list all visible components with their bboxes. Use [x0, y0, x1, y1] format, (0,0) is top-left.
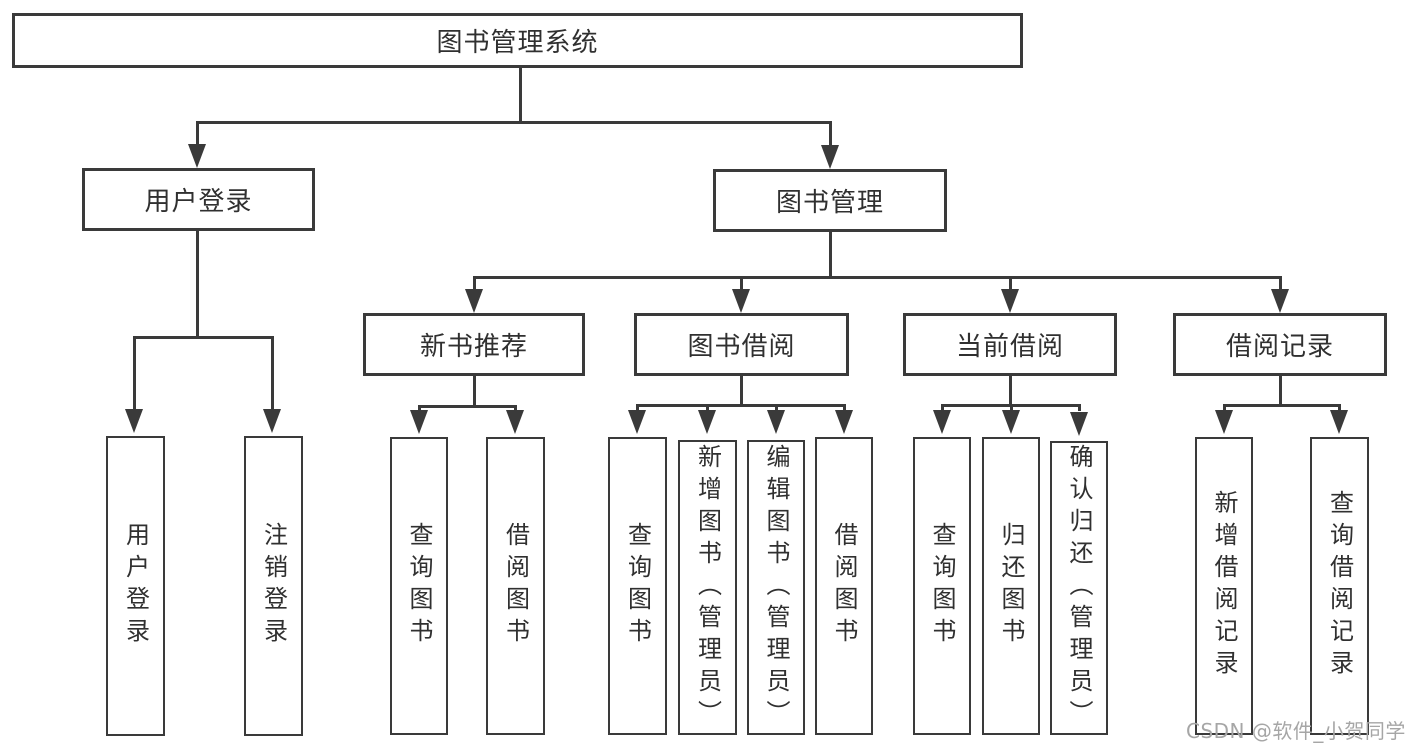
- connector-book-borrow-stem: [740, 276, 743, 290]
- connector-current-borrow-stem: [1009, 276, 1012, 290]
- node-borrow-records: 借阅记录: [1173, 313, 1387, 376]
- leaf-bb-add-book-admin: 新增图书（管理员）: [678, 440, 737, 735]
- arrowhead-book-borrow-icon: [732, 289, 750, 313]
- node-user-login-label: 用户登录: [144, 187, 253, 217]
- leaf-br-query-record-label: 查询借阅记录: [1325, 490, 1354, 682]
- node-current-borrow: 当前借阅: [903, 313, 1117, 376]
- connector-level3-rail: [474, 276, 1281, 279]
- node-book-borrow-label: 图书借阅: [687, 332, 796, 362]
- leaf-bb-borrow-book: 借阅图书: [815, 437, 873, 735]
- connector-leaf-user-login-stem: [133, 336, 136, 410]
- connector-new-book-rail: [419, 405, 516, 408]
- connector-br-add-stem: [1223, 404, 1226, 411]
- watermark: CSDN @软件_小贺同学: [1186, 719, 1405, 743]
- connector-borrow-records-down: [1279, 376, 1282, 404]
- leaf-nb-borrow-book: 借阅图书: [486, 437, 545, 735]
- connector-cb-confirm-stem: [1078, 404, 1081, 411]
- leaf-nb-borrow-book-label: 借阅图书: [501, 522, 530, 650]
- node-root-label: 图书管理系统: [436, 28, 599, 58]
- connector-user-login-stem: [196, 121, 199, 145]
- leaf-br-query-record: 查询借阅记录: [1310, 437, 1369, 735]
- leaf-cb-query-book: 查询图书: [913, 437, 971, 735]
- connector-cb-query-stem: [941, 404, 944, 411]
- leaf-nb-query-book-label: 查询图书: [405, 522, 433, 650]
- leaf-bb-add-book-admin-label: 新增图书（管理员）: [693, 443, 722, 732]
- arrowhead-bb-edit-icon: [767, 410, 785, 434]
- leaf-br-add-record-label: 新增借阅记录: [1210, 490, 1238, 682]
- node-new-book-recommend: 新书推荐: [363, 313, 585, 376]
- leaf-user-login: 用户登录: [106, 436, 165, 736]
- leaf-logout-login-label: 注销登录: [259, 522, 288, 650]
- node-new-book-recommend-label: 新书推荐: [419, 332, 528, 362]
- leaf-bb-query-book: 查询图书: [608, 437, 667, 735]
- leaf-cb-confirm-return-admin: 确认归还（管理员）: [1050, 441, 1108, 735]
- arrowhead-user-login-icon: [188, 144, 206, 168]
- connector-user-login-down: [196, 231, 199, 336]
- leaf-bb-edit-book-admin-label: 编辑图书（管理员）: [762, 443, 790, 732]
- arrowhead-br-add-icon: [1215, 410, 1233, 434]
- connector-new-book-down: [473, 376, 476, 405]
- leaf-logout-login: 注销登录: [244, 436, 303, 736]
- node-borrow-records-label: 借阅记录: [1225, 332, 1334, 362]
- node-book-management: 图书管理: [713, 169, 947, 232]
- connector-borrow-records-stem: [1279, 276, 1282, 290]
- leaf-br-add-record: 新增借阅记录: [1195, 437, 1253, 735]
- arrowhead-leaf-user-login-icon: [125, 409, 143, 433]
- arrowhead-nb-query-icon: [410, 410, 428, 434]
- connector-br-query-stem: [1338, 404, 1341, 411]
- connector-level2-rail: [197, 121, 831, 124]
- arrowhead-borrow-records-icon: [1271, 289, 1289, 313]
- connector-book-mgmt-down: [829, 232, 832, 276]
- connector-current-borrow-down: [1009, 376, 1012, 404]
- connector-borrow-records-rail: [1224, 404, 1340, 407]
- connector-bb-add-stem: [706, 404, 709, 411]
- leaf-cb-confirm-return-admin-label: 确认归还（管理员）: [1065, 444, 1093, 732]
- node-root: 图书管理系统: [12, 13, 1023, 68]
- arrowhead-bb-add-icon: [698, 410, 716, 434]
- leaf-bb-edit-book-admin: 编辑图书（管理员）: [747, 440, 805, 735]
- connector-cb-return-stem: [1010, 404, 1013, 411]
- connector-nb-query-stem: [418, 405, 421, 411]
- connector-nb-borrow-stem: [514, 405, 517, 411]
- node-book-borrow: 图书借阅: [634, 313, 849, 376]
- leaf-cb-return-book: 归还图书: [982, 437, 1040, 735]
- node-user-login: 用户登录: [82, 168, 315, 231]
- leaf-user-login-label: 用户登录: [121, 522, 150, 650]
- connector-book-borrow-down: [740, 376, 743, 404]
- node-current-borrow-label: 当前借阅: [955, 332, 1064, 362]
- connector-new-book-stem: [473, 276, 476, 290]
- arrowhead-leaf-logout-icon: [263, 409, 281, 433]
- leaf-bb-query-book-label: 查询图书: [623, 522, 652, 650]
- leaf-bb-borrow-book-label: 借阅图书: [830, 522, 858, 650]
- arrowhead-cb-query-icon: [933, 410, 951, 434]
- arrowhead-nb-borrow-icon: [506, 410, 524, 434]
- leaf-cb-return-book-label: 归还图书: [997, 522, 1025, 650]
- leaf-nb-query-book: 查询图书: [390, 437, 448, 735]
- connector-bb-borrow-stem: [843, 404, 846, 411]
- node-book-management-label: 图书管理: [775, 188, 884, 218]
- arrowhead-bb-borrow-icon: [835, 410, 853, 434]
- arrowhead-current-borrow-icon: [1001, 289, 1019, 313]
- arrowhead-cb-confirm-icon: [1070, 412, 1088, 436]
- connector-root-stem: [519, 68, 522, 121]
- arrowhead-book-mgmt-icon: [821, 145, 839, 169]
- arrowhead-new-book-icon: [465, 289, 483, 313]
- connector-leaf-logout-stem: [271, 336, 274, 410]
- connector-bb-edit-stem: [775, 404, 778, 411]
- connector-book-borrow-rail: [637, 404, 845, 407]
- arrowhead-bb-query-icon: [628, 410, 646, 434]
- arrowhead-cb-return-icon: [1002, 410, 1020, 434]
- arrowhead-br-query-icon: [1330, 410, 1348, 434]
- connector-bb-query-stem: [636, 404, 639, 411]
- leaf-cb-query-book-label: 查询图书: [928, 522, 956, 650]
- connector-book-mgmt-stem: [829, 121, 832, 145]
- connector-user-login-rail: [134, 336, 273, 339]
